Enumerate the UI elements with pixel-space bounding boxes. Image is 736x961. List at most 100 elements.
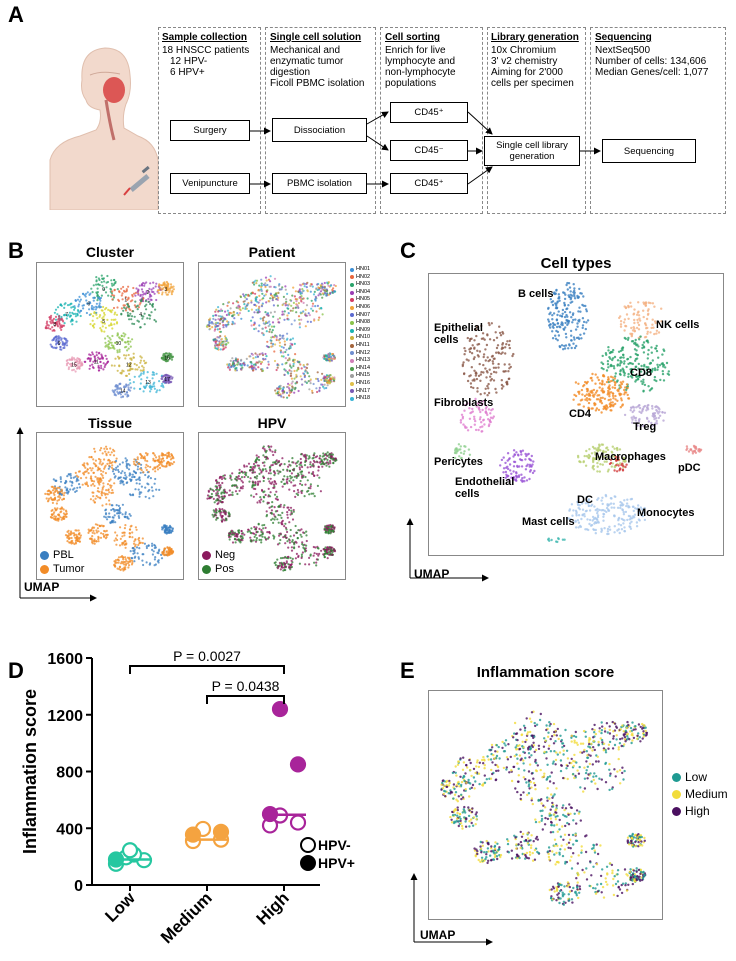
patient-legend-item: HN14: [350, 365, 370, 373]
patient-legend-item: HN10: [350, 334, 370, 342]
box-text: Ficoll PBMC isolation: [270, 78, 365, 89]
x-tick-label: High: [253, 888, 293, 928]
patient-legend-item: HN03: [350, 281, 370, 289]
svg-text:1: 1: [124, 297, 127, 303]
legend-label: HN01: [356, 266, 371, 272]
svg-text:3: 3: [164, 287, 167, 293]
step-surgery: Surgery: [170, 120, 250, 141]
box-text: 3' v2 chemistry: [491, 56, 558, 67]
legend-label: HN18: [356, 395, 371, 402]
cell-type-label: NK cells: [656, 319, 700, 331]
box-text: 10x Chromium: [491, 45, 557, 56]
data-point: [271, 700, 289, 718]
human-figure-illustration: [49, 47, 159, 210]
workflow-box-cell-sorting: [380, 27, 483, 214]
svg-text:2: 2: [147, 290, 150, 296]
legend-label: HN12: [356, 349, 371, 356]
patient-legend-item: HN08: [350, 319, 370, 327]
svg-text:7: 7: [65, 312, 68, 318]
legend-label: HN16: [356, 379, 371, 386]
box-text: Enrich for live: [385, 45, 446, 56]
box-text: enzymatic tumor: [270, 56, 344, 67]
box-text: populations: [385, 78, 437, 89]
box-text: Median Genes/cell: 1,077: [595, 67, 709, 78]
umap-title-patient: Patient: [248, 244, 296, 260]
legend-item-neg: Neg: [202, 549, 235, 561]
legend-label: HN02: [356, 273, 371, 280]
step-dissociation: Dissociation: [272, 118, 367, 142]
data-point: [289, 814, 307, 831]
legend-label: High: [685, 804, 710, 818]
cell-type-label: CD4: [569, 408, 592, 420]
patient-legend-item: HN05: [350, 296, 370, 304]
legend-label: Low: [685, 770, 708, 784]
legend-dot: [350, 374, 354, 379]
legend-dot: [350, 328, 354, 333]
umap-cell-types: [428, 273, 724, 556]
cell-type-label: CD8: [630, 367, 653, 379]
patient-legend-item: HN18: [350, 395, 370, 403]
umap-title-tissue: Tissue: [87, 415, 133, 431]
legend-dot: [350, 343, 354, 348]
umap-patient: [198, 262, 346, 407]
patient-legend-item: HN11: [350, 342, 370, 350]
legend-dot: [350, 366, 354, 371]
patient-legend-item: HN17: [350, 388, 370, 396]
patient-legend-item: HN04: [350, 289, 370, 297]
panel-letter-d: D: [8, 658, 24, 683]
data-point: [289, 756, 307, 773]
box-text: non-lymphocyte: [385, 67, 456, 78]
panel-letter-b: B: [8, 238, 24, 263]
patient-legend-item: HN01: [350, 266, 370, 274]
p-value-label: P = 0.0027: [173, 648, 241, 664]
significance-bracket: [206, 695, 285, 704]
box-title-library-generation: Library generation: [491, 32, 579, 43]
svg-text:14: 14: [120, 389, 126, 395]
patient-legend-item: HN07: [350, 312, 370, 320]
box-text: Aiming for 2'000: [491, 67, 563, 78]
legend-label: HN06: [356, 303, 371, 310]
data-point: [212, 823, 230, 840]
svg-text:0: 0: [102, 287, 105, 293]
workflow-arrows: [250, 111, 601, 188]
significance-bracket: [129, 665, 285, 674]
patient-legend-item: HN09: [350, 327, 370, 335]
cell-type-label: B cells: [518, 288, 554, 300]
legend-dot: [350, 298, 354, 303]
legend-dot: [672, 806, 681, 816]
legend-label: HN08: [356, 319, 371, 326]
legend-dot: [40, 564, 49, 574]
legend-label: HN04: [356, 288, 371, 295]
legend-label: Tumor: [53, 563, 85, 575]
syringe-icon: [123, 165, 150, 196]
cell-type-label: Mast cells: [522, 516, 575, 528]
step-pbmc-isolation: PBMC isolation: [272, 173, 367, 194]
legend-dot: [202, 564, 211, 574]
legend-dot: [202, 550, 211, 560]
legend-item-low: Low: [672, 770, 707, 784]
patient-legend-item: HN13: [350, 357, 370, 365]
legend-dot: [350, 358, 354, 363]
box-title-cell-sorting: Cell sorting: [385, 32, 441, 43]
legend-dot: [350, 282, 354, 287]
cell-type-label: Macrophages: [595, 451, 666, 463]
legend-item-pos: Pos: [202, 563, 234, 575]
legend-dot: [350, 313, 354, 318]
legend-label: Medium: [685, 787, 728, 801]
y-tick-label: 1600: [47, 651, 83, 668]
legend-dot: [350, 336, 354, 341]
cell-type-label: Pericytes: [434, 456, 483, 468]
legend-dot: [672, 772, 681, 782]
legend-label: HN11: [356, 341, 370, 348]
cell-types-title: Cell types: [540, 255, 612, 272]
box-text: Number of cells: 134,606: [595, 56, 707, 67]
patient-legend-item: HN15: [350, 372, 370, 380]
svg-text:4: 4: [139, 312, 142, 318]
data-point: [184, 826, 202, 843]
panel-letter-e: E: [400, 658, 415, 683]
box-text: NextSeq500: [595, 45, 651, 56]
x-tick-label: Low: [101, 888, 139, 926]
legend-dot: [350, 381, 354, 386]
